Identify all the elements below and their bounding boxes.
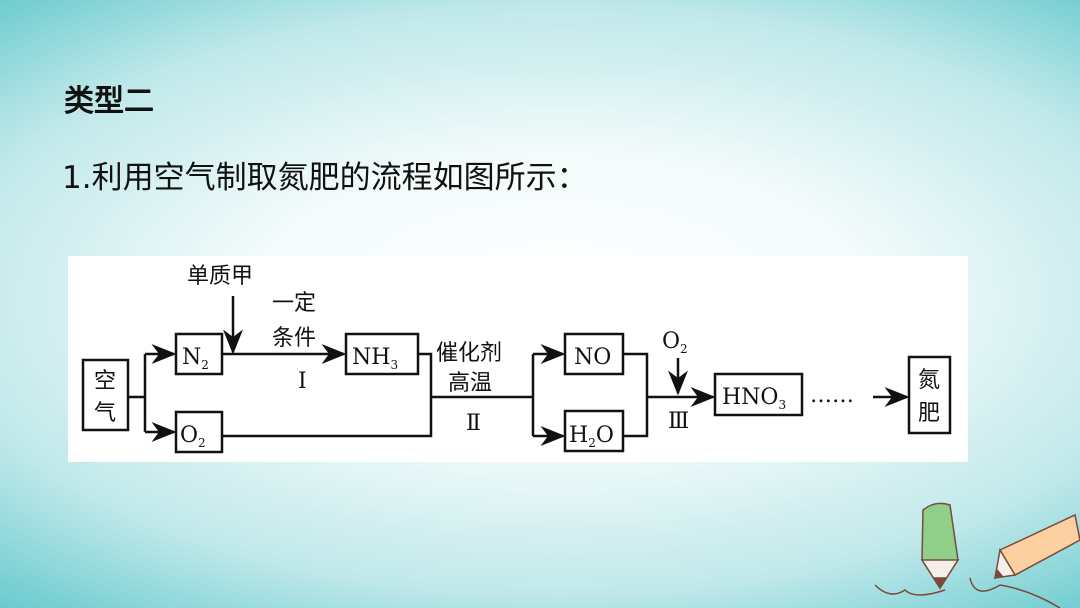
hno3-label: HNO3 — [722, 385, 786, 412]
step-1-label: Ⅰ — [298, 369, 307, 394]
nh3-label: NH3 — [352, 345, 398, 372]
condition-2-line-2: 高温 — [448, 371, 492, 396]
fertilizer-label-1: 氮 — [918, 368, 940, 393]
n2-label: N2 — [182, 345, 209, 372]
continuation-dots: …… — [810, 383, 854, 408]
condition-2-line-1: 催化剂 — [436, 341, 502, 366]
condition-1-line-2: 条件 — [272, 326, 316, 351]
step-3-label: Ⅲ — [668, 409, 689, 434]
condition-1-line-1: 一定 — [272, 291, 316, 316]
diagram-background — [68, 256, 968, 462]
no-label: NO — [574, 345, 611, 370]
air-box — [81, 358, 130, 432]
step-2-label: Ⅱ — [466, 411, 481, 436]
o2-label: O2 — [180, 423, 206, 450]
reagent-label: 单质甲 — [187, 264, 253, 289]
pencils-decoration — [874, 502, 1080, 608]
question-text: 1.利用空气制取氮肥的流程如图所示： — [62, 160, 588, 196]
h2o-label: H2O — [569, 423, 614, 450]
air-label-2: 气 — [94, 401, 116, 426]
slide-heading: 类型二 — [64, 84, 154, 119]
o2-input-label: O2 — [662, 329, 688, 356]
fertilizer-label-2: 肥 — [918, 401, 940, 426]
air-label-1: 空 — [94, 369, 116, 394]
